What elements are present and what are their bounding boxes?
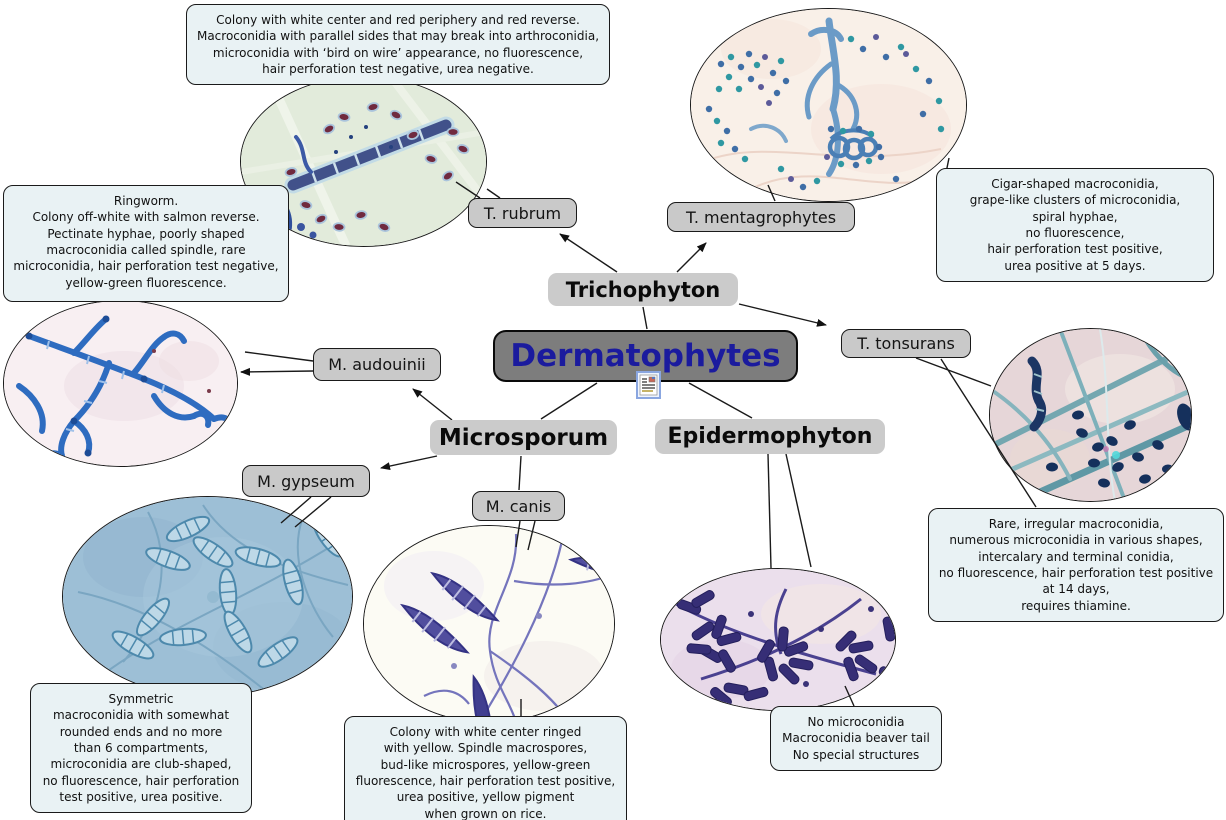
node-m-canis[interactable]: M. canis — [472, 491, 565, 521]
node-trichophyton[interactable]: Trichophyton — [548, 273, 738, 306]
m-gypseum-micrograph-art — [63, 497, 352, 696]
node-t-rubrum[interactable]: T. rubrum — [468, 198, 577, 228]
m-audouinii-micrograph-art — [4, 301, 237, 466]
note-epidermophyton[interactable]: No microconidia Macroconidia beaver tail… — [770, 706, 942, 771]
note-t-rubrum[interactable]: Colony with white center and red periphe… — [186, 4, 610, 86]
t-tonsurans-micrograph[interactable] — [989, 328, 1192, 502]
m-audouinii-micrograph[interactable] — [3, 300, 238, 467]
note-resource-icon-art — [636, 371, 661, 399]
note-m-audouinii[interactable]: Ringworm. Colony off-white with salmon r… — [3, 185, 289, 302]
m-gypseum-micrograph[interactable] — [62, 496, 353, 697]
node-microsporum[interactable]: Microsporum — [430, 420, 617, 455]
t-tonsurans-micrograph-art — [990, 329, 1191, 501]
epidermophyton-micrograph[interactable] — [660, 568, 896, 711]
node-t-tonsurans[interactable]: T. tonsurans — [841, 329, 971, 358]
note-t-mentagrophytes[interactable]: Cigar-shaped macroconidia, grape-like cl… — [936, 168, 1214, 282]
epidermophyton-micrograph-art — [661, 569, 895, 710]
t-mentagrophytes-micrograph-art — [691, 9, 966, 201]
node-m-gypseum[interactable]: M. gypseum — [242, 465, 370, 497]
node-m-audouinii[interactable]: M. audouinii — [313, 348, 441, 381]
node-t-mentagrophytes[interactable]: T. mentagrophytes — [667, 202, 855, 232]
note-resource-icon[interactable] — [636, 371, 661, 399]
note-m-canis[interactable]: Colony with white center ringed with yel… — [344, 716, 627, 820]
note-m-gypseum[interactable]: Symmetric macroconidia with somewhat rou… — [30, 683, 252, 814]
node-epidermophyton[interactable]: Epidermophyton — [655, 419, 885, 454]
note-t-tonsurans[interactable]: Rare, irregular macroconidia, numerous m… — [928, 508, 1224, 622]
t-mentagrophytes-micrograph[interactable] — [690, 8, 967, 202]
